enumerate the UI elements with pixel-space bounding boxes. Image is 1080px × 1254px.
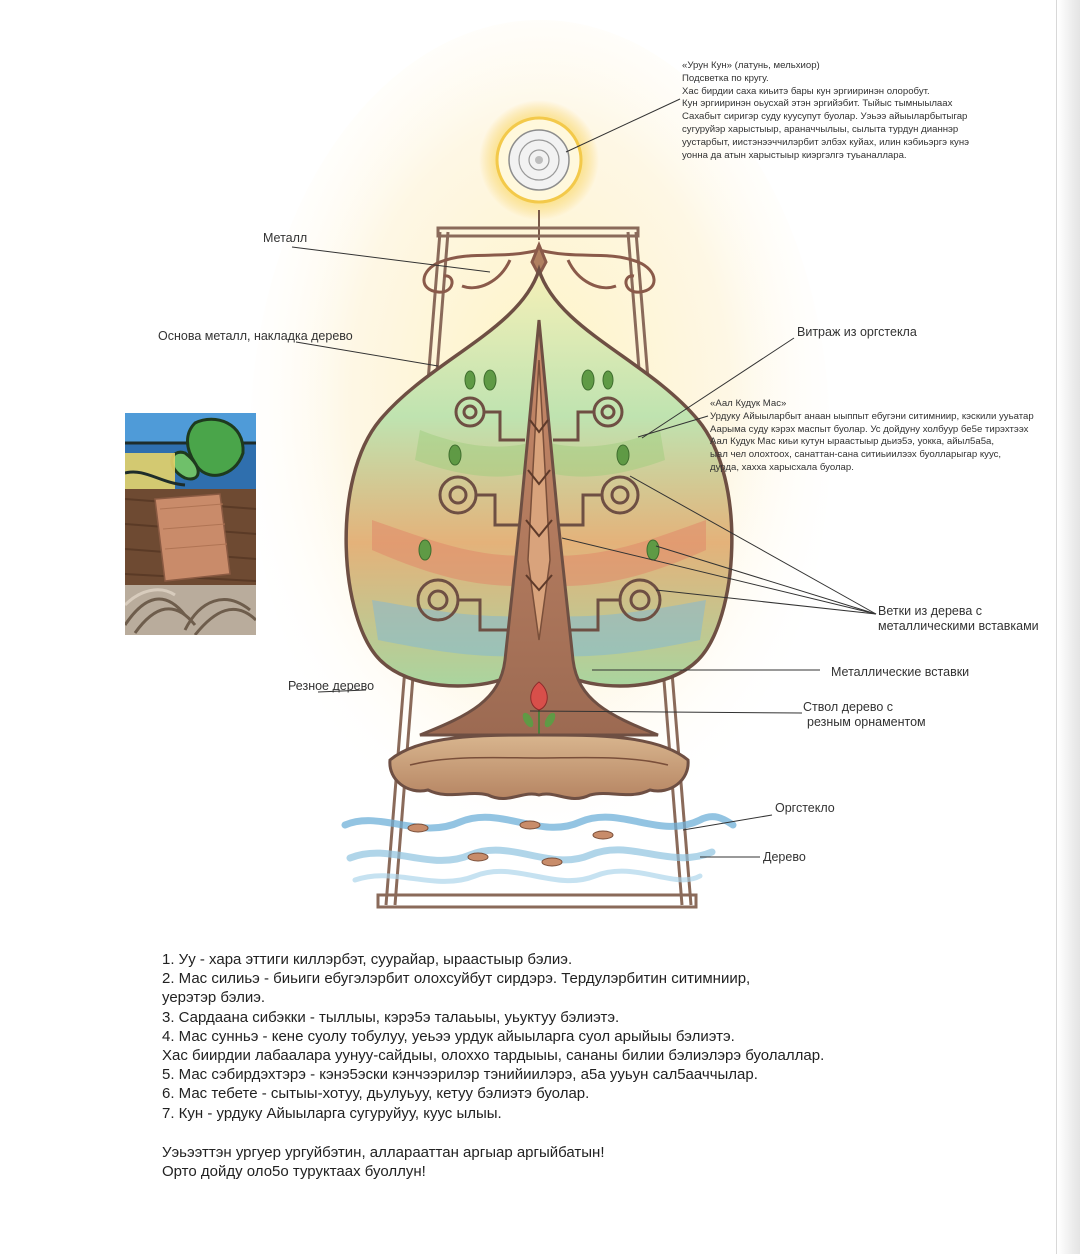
tree-note-line: Урдуку Айыыларбыт анаан ыыппыт ебугэни с… [710, 410, 1034, 422]
note-line: 5. Мас сэбирдэхтэрэ - кэнэ5эски кэнчээри… [162, 1066, 758, 1084]
wood-board-sample-photo [125, 489, 256, 585]
note-line: 6. Мас тебете - сытыы-хотуу, дьулуьуу, к… [162, 1085, 590, 1103]
label-trunk: Ствол дерево с резным орнаментом [803, 700, 926, 730]
label-metal-inserts: Металлические вставки [831, 665, 970, 679]
page-edge-shadow [1058, 0, 1080, 1254]
label-branches-line: металлическими вставками [878, 619, 1039, 633]
label-branches-line: Ветки из дерева с [878, 604, 983, 618]
note-line: 7. Кун - урдуку Айыыларга сугуруйуу, куу… [162, 1104, 502, 1122]
sun-note-line: сугуруйэр харыстыыр, араначчылыы, сылыта… [682, 123, 959, 135]
tree-note-line: дурда, хахха харысхала буолар. [710, 461, 854, 473]
tree-note-line: Аал Кудук Мас киьи кутун ыраастыыр дьиэ5… [710, 436, 995, 448]
note-line: 1. Уу - хара эттиги киллэрбэт, суурайар,… [162, 951, 573, 968]
carved-wood-sample-photo [125, 585, 256, 635]
tree-sculpture-drawing [250, 20, 877, 909]
closing-line: Орто дойду оло5о туруктаах буоллун! [162, 1163, 426, 1181]
tree-note-line: Аарыма суду кэрэх маспыт буолар. Ус дойд… [710, 423, 1029, 435]
sun-disc [479, 100, 599, 220]
note-line: 2. Мас силиьэ - биьиги ебугэлэрбит олохс… [162, 970, 751, 988]
closing-line: Уэьээттэн ургуер ургуйбэтин, алларааттан… [162, 1144, 605, 1161]
stained-glass-sample-photo [125, 413, 256, 489]
note-line: 3. Сардаана сибэкки - тыллыы, кэрэ5э тал… [162, 1008, 620, 1026]
sun-note-line: уустарбыт, иистэнээччилэрбит элбэх куйах… [682, 136, 970, 148]
note-line: 4. Мас сунньэ - кене суолу тобулуу, уеьэ… [162, 1027, 735, 1045]
sun-description: «Урун Кун» (латунь, мельхиор) Подсветка … [682, 60, 969, 162]
sun-note-line: уонна да атын харыстыыр киэргэлгэ туьана… [682, 149, 907, 161]
sun-note-line: Подсветка по кругу. [682, 72, 769, 84]
label-trunk-line: резным орнаментом [807, 715, 926, 729]
label-carved-wood: Резное дерево [288, 679, 375, 693]
label-metal: Металл [263, 231, 308, 245]
symbol-notes-list: 1. Уу - хара эттиги киллэрбэт, суурайар,… [162, 950, 1042, 1123]
sardaana-flower [522, 681, 556, 735]
leaf-sprigs [418, 369, 660, 561]
label-branches: Ветки из дерева с металлическими вставка… [878, 604, 1039, 634]
page-fold-line [1056, 0, 1057, 1254]
leader-lines [291, 98, 877, 858]
label-stained-glass: Витраж из оргстекла [797, 325, 917, 339]
note-line: уерэтэр бэлиэ. [162, 989, 266, 1007]
sun-note-line: «Урун Кун» (латунь, мельхиор) [682, 60, 820, 71]
label-plexiglass: Оргстекло [775, 801, 835, 815]
label-wood: Дерево [763, 850, 806, 864]
label-trunk-line: Ствол дерево с [803, 700, 894, 714]
label-base-metal-wood: Основа металл, накладка дерево [158, 329, 353, 343]
sun-note-line: Сахабыт сиригэр суду куусупут буолар. Уэ… [682, 111, 968, 123]
note-line: Хас биирдии лабаалара уунуу-сайдыы, олох… [162, 1047, 825, 1065]
fish-figures [407, 820, 614, 867]
tree-note-line: ыал чел олохтоох, санаттан-сана ситиьиил… [710, 449, 1002, 461]
carved-wood-base [388, 733, 690, 801]
tree-description: «Аал Кудук Мас» Урдуку Айыыларбыт анаан … [710, 398, 1034, 475]
sun-note-line: Кун эргииринэн оьусхай этэн эргийэбит. Т… [682, 98, 953, 110]
tree-note-line: «Аал Кудук Мас» [710, 398, 787, 409]
branch-spiral-ornaments [416, 396, 662, 632]
closing-blessing: Уэьээттэн ургуер ургуйбэтин, алларааттан… [162, 1143, 1042, 1181]
sun-note-line: Хас бирдии саха киьитэ бары кун эргиирин… [682, 85, 930, 97]
